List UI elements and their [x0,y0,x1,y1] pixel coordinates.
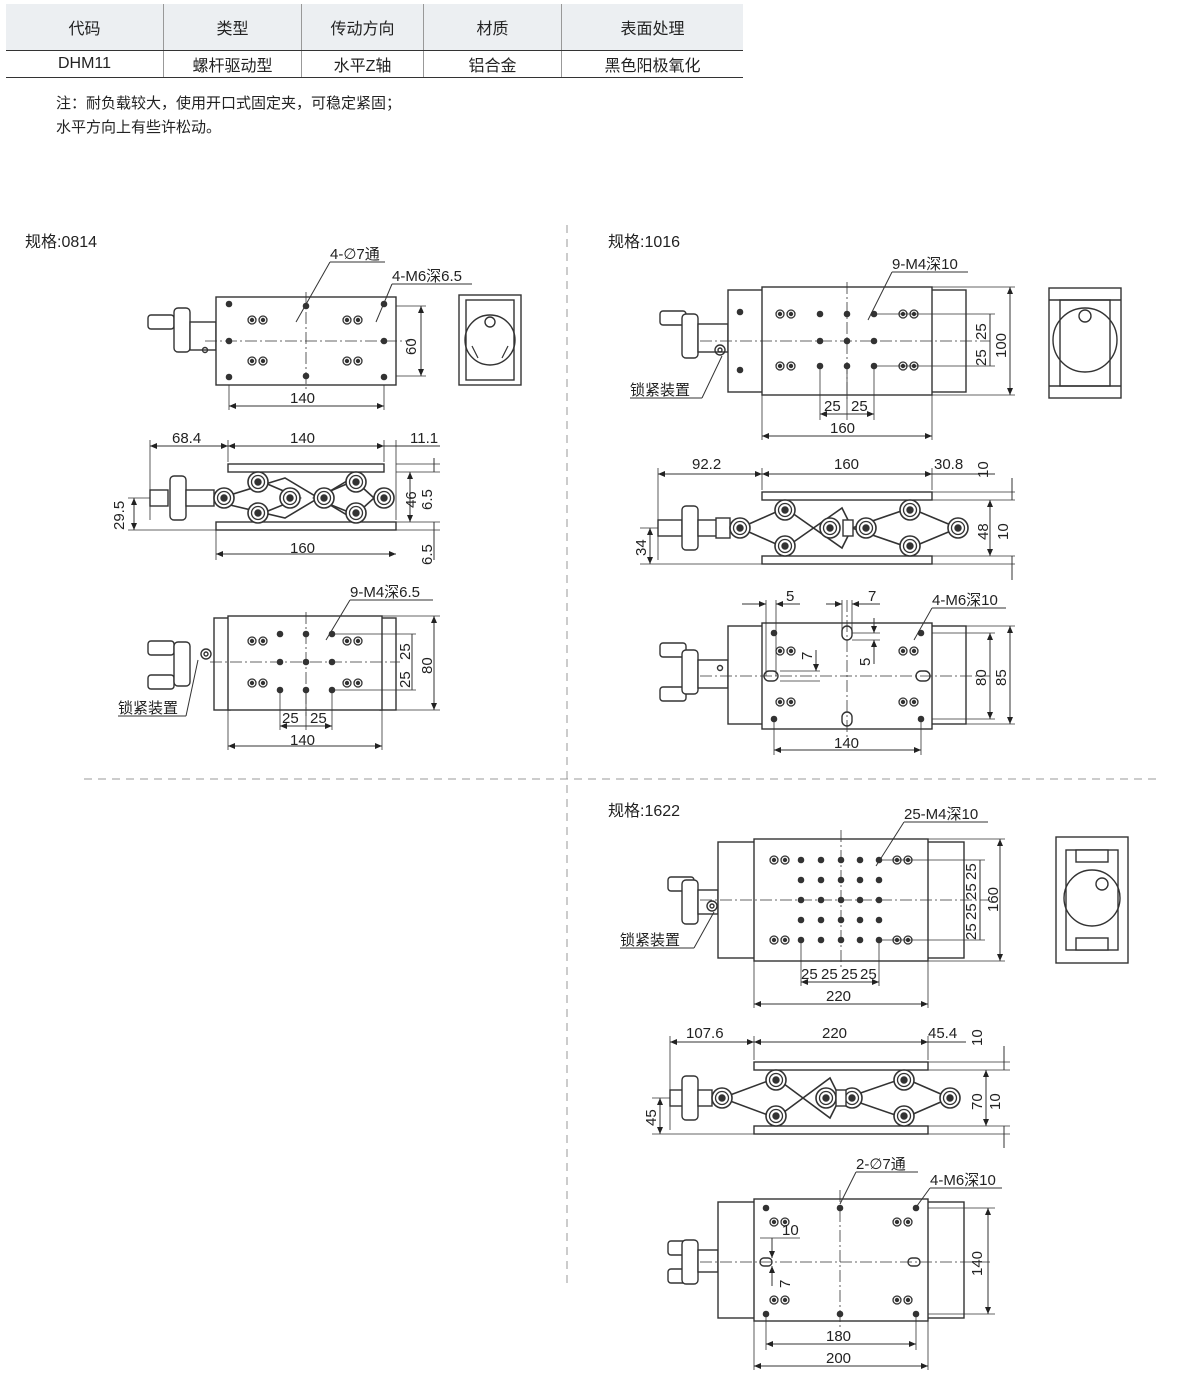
label-1016-lock: 锁紧装置 [630,382,690,399]
dim-1016-side-160: 160 [834,456,859,473]
dim-0814-bottom-25d: 25 [397,671,414,688]
callout-0814-hole: 4-∅7通 [330,246,380,263]
view-1622-bottom [667,1171,1002,1370]
view-1622-side [652,1036,1010,1148]
dim-0814-side-11-1: 11.1 [410,430,438,447]
dim-1016-top-160: 160 [830,420,855,437]
header-direction: 传动方向 [301,4,424,51]
dim-0814-bottom-80: 80 [419,657,436,674]
dim-1016-top-100: 100 [993,333,1010,358]
dim-1016-bottom-80: 80 [973,669,990,686]
cell-surface: 黑色阳极氧化 [561,50,743,78]
note-line-1: 注：耐负载较大，使用开口式固定夹，可稳定紧固； [56,95,402,112]
callout-1622-bottom-hole: 2-∅7通 [856,1156,906,1173]
dim-1622-top-25v-a: 25 [963,863,980,880]
dim-1016-side-92-2: 92.2 [692,456,721,473]
dim-1622-side-107-6: 107.6 [686,1025,724,1042]
label-0814-lock: 锁紧装置 [118,700,178,717]
dim-1016-bottom-140: 140 [834,735,859,752]
view-1016-top [630,271,1122,440]
section-label-0814: 规格:0814 [25,234,98,251]
callout-1016-bottom-thread: 4-M6深10 [932,592,998,609]
dim-1016-bottom-7: 7 [868,588,876,605]
dim-1016-bottom-7v: 7 [799,652,816,660]
dim-1622-side-10-top: 10 [969,1029,986,1046]
dim-1622-bottom-140: 140 [969,1251,986,1276]
view-0814-top [147,261,522,410]
callout-1622-thread: 25-M4深10 [904,806,978,823]
dim-1016-bottom-85: 85 [993,669,1010,686]
dim-0814-side-6-5-bot: 6.5 [419,544,436,565]
cell-direction: 水平Z轴 [301,50,424,78]
view-1016-side [640,468,1015,580]
view-0814-side [128,440,440,560]
dim-1016-bottom-5v: 5 [857,658,874,666]
dim-1622-side-45: 45 [643,1109,660,1126]
dim-1622-side-70: 70 [969,1093,986,1110]
spec-data-row: DHM11 螺杆驱动型 水平Z轴 铝合金 黑色阳极氧化 [6,50,743,78]
dim-1622-top-25s-b: 25 [821,966,838,983]
spec-header-row: 代码 类型 传动方向 材质 表面处理 [6,4,743,51]
dim-1016-top-25b: 25 [851,398,868,415]
dim-1622-side-45-4: 45.4 [928,1025,957,1042]
dim-0814-bottom-25a: 25 [282,710,299,727]
dim-0814-top-140: 140 [290,390,315,407]
dim-1622-bottom-7: 7 [777,1280,794,1288]
dim-0814-bottom-140: 140 [290,732,315,749]
dim-1622-top-220: 220 [826,988,851,1005]
header-code: 代码 [6,4,164,51]
spec-table: 代码 类型 传动方向 材质 表面处理 DHM11 螺杆驱动型 水平Z轴 铝合金 … [6,4,743,78]
dim-0814-side-140: 140 [290,430,315,447]
dim-0814-bottom-25c: 25 [397,643,414,660]
section-label-1016: 规格:1016 [608,234,681,251]
view-0814-bottom [118,599,440,750]
dim-1622-top-160: 160 [985,887,1002,912]
dim-0814-side-6-5-top: 6.5 [419,489,436,510]
callout-1622-bottom-thread: 4-M6深10 [930,1172,996,1189]
dim-0814-side-68-4: 68.4 [172,430,201,447]
dim-1622-bottom-10: 10 [782,1222,799,1239]
dim-1016-side-30-8: 30.8 [934,456,963,473]
dim-0814-top-60: 60 [403,338,420,355]
header-material: 材质 [423,4,562,51]
callout-0814-bottom-thread: 9-M4深6.5 [350,584,420,601]
dim-1622-top-25v-d: 25 [963,923,980,940]
header-surface: 表面处理 [561,4,743,51]
section-label-1622: 规格:1622 [608,803,681,820]
dim-0814-side-160: 160 [290,540,315,557]
label-1622-lock: 锁紧装置 [620,932,680,949]
dim-1622-side-220: 220 [822,1025,847,1042]
dim-1622-bottom-200: 200 [826,1350,851,1367]
dim-1016-top-25a: 25 [824,398,841,415]
dim-1016-bottom-5: 5 [786,588,794,605]
view-1622-top [620,821,1129,1008]
dim-1622-side-10-bot: 10 [987,1093,1004,1110]
header-type: 类型 [163,4,302,51]
dim-0814-side-29-5: 29.5 [111,501,128,530]
cell-code: DHM11 [6,50,164,78]
dim-1016-top-25d: 25 [973,349,990,366]
dim-1622-top-25s-c: 25 [841,966,858,983]
dim-1622-top-25v-b: 25 [963,883,980,900]
dim-0814-side-46: 46 [403,491,420,508]
cell-type: 螺杆驱动型 [163,50,302,78]
dim-1622-top-25s-d: 25 [860,966,877,983]
dim-1016-side-10-bot: 10 [995,523,1012,540]
dim-0814-bottom-25b: 25 [310,710,327,727]
view-1016-bottom [659,600,1015,755]
dim-1622-top-25s: 25 [801,966,818,983]
cell-material: 铝合金 [423,50,562,78]
dim-1016-top-25c: 25 [973,323,990,340]
note-line-2: 水平方向上有些许松动。 [56,119,222,136]
dim-1016-side-34: 34 [633,539,650,556]
dim-1622-bottom-180: 180 [826,1328,851,1345]
callout-0814-thread: 4-M6深6.5 [392,268,462,285]
dim-1016-side-10-top: 10 [975,461,992,478]
dim-1622-top-25v-c: 25 [963,903,980,920]
dim-1016-side-48: 48 [975,523,992,540]
callout-1016-thread: 9-M4深10 [892,256,958,273]
